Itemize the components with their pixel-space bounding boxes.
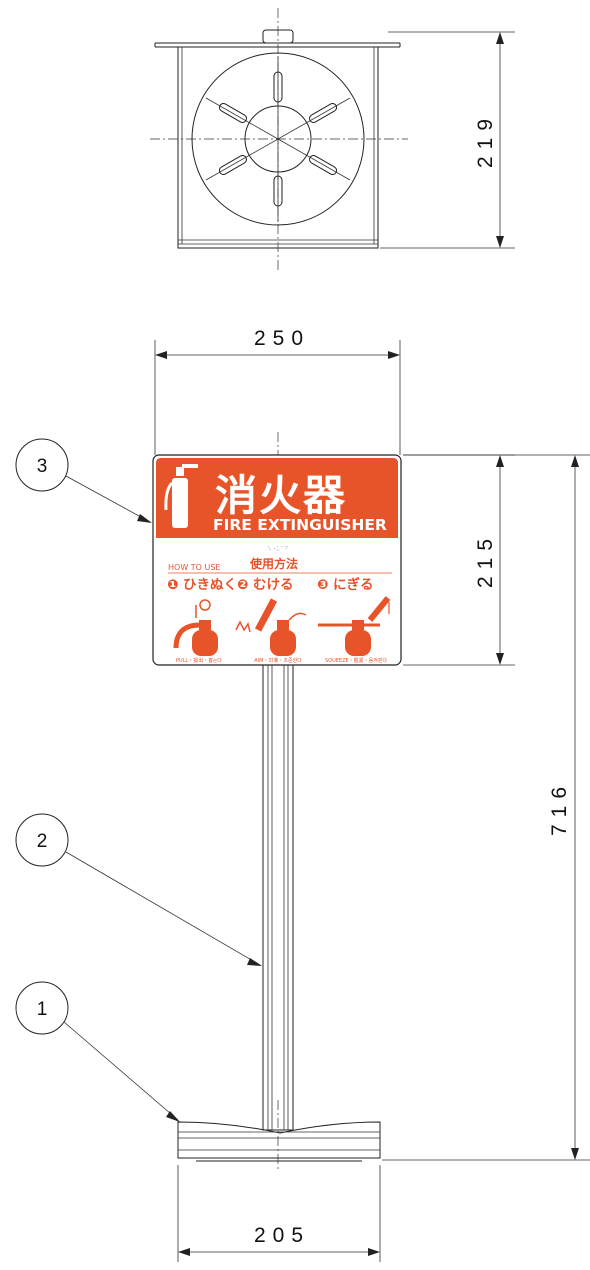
callout-2: 2 [15,813,262,966]
dimension-total-height-label: 716 [548,780,571,836]
step-3-label: にぎる [333,576,374,593]
step-2-number: ❷ [237,577,248,593]
step-2-label: むける [253,577,294,593]
dimension-sign-height-label: 215 [474,532,497,588]
sign-header-band [156,458,398,538]
step-2-extinguisher-icon [235,598,307,656]
step-2: ❷ むける AIM・対准・조준한다 [235,577,307,664]
how-to-use-jp-label: 使用方法 [249,556,298,571]
step-1-label: ひきぬく [183,577,237,593]
dimension-top-depth-label: 219 [474,112,497,168]
extinguisher-sign: 消火器 FIRE EXTINGUISHER ⠱⠐⠥⠁⠋ HOW TO USE 使… [152,454,402,666]
callout-1: 1 [15,981,180,1122]
top-view [150,8,408,270]
dimension-base-width-label: 205 [254,1224,310,1247]
pole [262,664,294,1131]
sign-title-jp: 消火器 [215,471,347,520]
step-2-caption: AIM・対准・조준한다 [254,657,302,664]
step-1-number: ❶ [167,577,178,593]
how-to-use-label: HOW TO USE [168,563,220,572]
extinguisher-icon [164,464,198,528]
dimension-base-width: 205 [177,1165,381,1262]
step-1-caption: PULL・拔出・뽑는다 [176,657,222,664]
step-3-caption: SQUEEZE・握紧・움켜쥔다 [325,657,387,664]
step-3: ❸ にぎる SQUEEZE・握紧・움켜쥔다 [317,576,391,664]
step-1-extinguisher-icon [173,599,218,656]
dimension-top-depth: 219 [380,31,515,249]
callout-3-label: 3 [37,456,48,477]
sign-braille: ⠱⠐⠥⠁⠋ [267,546,289,553]
callout-1-label: 1 [37,999,48,1020]
step-1: ❶ ひきぬく PULL・拔出・뽑는다 [167,577,237,664]
dimension-sign-height: 215 [403,454,515,666]
base [177,1121,381,1162]
callout-3: 3 [15,438,152,523]
step-3-extinguisher-icon [318,596,391,656]
dimension-front-width-label: 250 [254,327,310,350]
sign-title-en: FIRE EXTINGUISHER [213,516,387,534]
dimension-total-height: 716 [382,454,590,1161]
dimension-front-width: 250 [154,327,401,455]
callout-2-label: 2 [37,831,48,852]
step-3-number: ❸ [317,577,328,593]
